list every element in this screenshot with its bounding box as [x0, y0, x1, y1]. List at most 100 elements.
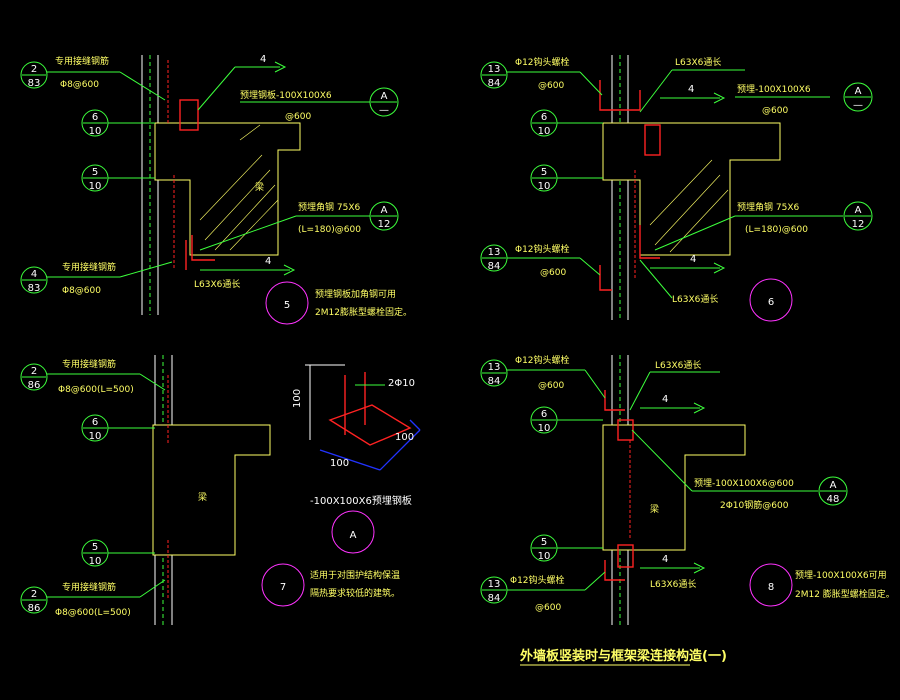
- callout-a-12: A 12: [843, 201, 873, 231]
- svg-text:10: 10: [89, 556, 102, 567]
- detail-a-caption: -100X100X6预埋钢板: [310, 494, 412, 507]
- label-rebar-spacing: Φ8@600: [60, 80, 99, 90]
- beam-section: [154, 122, 301, 256]
- svg-text:Φ12钩头螺栓: Φ12钩头螺栓: [515, 243, 570, 255]
- svg-text:100: 100: [395, 432, 414, 443]
- svg-text:7: 7: [280, 582, 286, 593]
- svg-text:84: 84: [488, 376, 501, 387]
- svg-text:预埋角钢 75X6: 预埋角钢 75X6: [737, 201, 799, 213]
- svg-text:Φ8@600: Φ8@600: [62, 286, 101, 296]
- svg-text:6: 6: [768, 297, 774, 308]
- detail-7: 2 86 专用接缝钢筋 Φ8@600(L=500) 6 10 5 10 2 86: [20, 355, 400, 625]
- svg-text:Φ12钩头螺栓: Φ12钩头螺栓: [515, 354, 570, 366]
- tag-13-84-bot: 13 84: [480, 576, 508, 604]
- svg-text:(L=180)@600: (L=180)@600: [298, 225, 361, 235]
- svg-text:2: 2: [31, 589, 37, 600]
- svg-text:84: 84: [488, 593, 501, 604]
- tag-6-10: 6 10: [530, 406, 558, 434]
- svg-text:预埋-100X100X6可用: 预埋-100X100X6可用: [795, 570, 887, 581]
- svg-text:100: 100: [292, 389, 303, 408]
- svg-text:5: 5: [92, 542, 98, 553]
- detail-a-plate: 100 100 100 2Φ10 -100X100X6预埋钢板 A: [292, 364, 421, 554]
- svg-text:梁: 梁: [650, 503, 659, 515]
- svg-text:2: 2: [31, 366, 37, 377]
- svg-text:预埋-100X100X6: 预埋-100X100X6: [737, 84, 811, 95]
- svg-text:@600: @600: [285, 112, 311, 122]
- svg-text:13: 13: [488, 579, 501, 590]
- svg-text:专用接缝钢筋: 专用接缝钢筋: [62, 581, 116, 593]
- svg-text:2M12膨胀型螺栓固定。: 2M12膨胀型螺栓固定。: [315, 306, 412, 318]
- svg-text:2Φ10钢筋@600: 2Φ10钢筋@600: [720, 499, 789, 511]
- detail-number-8: [749, 563, 793, 607]
- svg-text:A: A: [350, 530, 357, 541]
- svg-text:A: A: [381, 91, 388, 102]
- angle-steel: [191, 235, 215, 261]
- svg-text:4: 4: [688, 84, 694, 95]
- svg-text:L63X6通长: L63X6通长: [194, 278, 240, 290]
- svg-text:L63X6通长: L63X6通长: [675, 56, 721, 68]
- svg-text:5: 5: [541, 537, 547, 548]
- svg-text:6: 6: [92, 417, 98, 428]
- svg-text:专用接缝钢筋: 专用接缝钢筋: [62, 358, 116, 370]
- label-special-rebar: 专用接缝钢筋: [55, 55, 109, 67]
- beam-section: [152, 424, 271, 556]
- svg-text:6: 6: [541, 112, 547, 123]
- detail-number-5: [265, 281, 309, 325]
- svg-text:4: 4: [260, 54, 266, 65]
- svg-text:@600: @600: [535, 603, 561, 613]
- tag-4-83: 4 83: [20, 266, 48, 294]
- beam-section: [602, 122, 781, 256]
- callout-a-top: A —: [843, 82, 873, 112]
- svg-text:10: 10: [538, 423, 551, 434]
- svg-text:A: A: [381, 205, 388, 216]
- svg-text:10: 10: [89, 431, 102, 442]
- svg-text:4: 4: [265, 256, 271, 267]
- svg-text:2M12 膨胀型螺栓固定。: 2M12 膨胀型螺栓固定。: [795, 588, 895, 600]
- svg-text:100: 100: [330, 458, 349, 469]
- svg-text:83: 83: [28, 78, 41, 89]
- detail-number-6: [749, 278, 793, 322]
- svg-text:84: 84: [488, 261, 501, 272]
- beam-section: [602, 424, 746, 551]
- tag-13-84-bot: 13 84: [480, 244, 508, 272]
- tag-2-86-top: 2 86: [20, 363, 48, 391]
- svg-text:Φ8@600(L=500): Φ8@600(L=500): [58, 385, 134, 395]
- svg-text:86: 86: [28, 603, 41, 614]
- svg-text:10: 10: [538, 551, 551, 562]
- tag-5-10: 5 10: [530, 164, 558, 192]
- svg-text:13: 13: [488, 247, 501, 258]
- svg-text:@600: @600: [540, 268, 566, 278]
- svg-text:预埋钢板加角钢可用: 预埋钢板加角钢可用: [315, 288, 396, 300]
- hook-bolt: [599, 80, 641, 111]
- tag-6-10: 6 10: [81, 109, 109, 137]
- svg-text:12: 12: [378, 219, 391, 230]
- svg-text:48: 48: [827, 494, 840, 505]
- svg-text:L63X6通长: L63X6通长: [672, 293, 718, 305]
- svg-text:4: 4: [662, 554, 668, 565]
- detail-number-7: [261, 563, 305, 607]
- svg-text:隔热要求较低的建筑。: 隔热要求较低的建筑。: [310, 587, 400, 599]
- tag-5-10: 5 10: [81, 539, 109, 567]
- detail-5: 2 83 专用接缝钢筋 Φ8@600 6 10 5 10 4 83 专用: [20, 54, 412, 325]
- svg-text:(L=180)@600: (L=180)@600: [745, 225, 808, 235]
- svg-text:@600: @600: [538, 381, 564, 391]
- svg-text:梁: 梁: [255, 181, 264, 193]
- svg-text:L63X6通长: L63X6通长: [655, 359, 701, 371]
- tag-6-10: 6 10: [530, 109, 558, 137]
- svg-text:预埋-100X100X6@600: 预埋-100X100X6@600: [694, 478, 794, 489]
- svg-text:83: 83: [28, 283, 41, 294]
- svg-text:13: 13: [488, 64, 501, 75]
- tag-13-84-top: 13 84: [480, 61, 508, 89]
- callout-a-12: A 12: [369, 201, 399, 231]
- svg-text:预埋角钢 75X6: 预埋角钢 75X6: [298, 201, 360, 213]
- detail-6: 13 84 Φ12钩头螺栓 @600 6 10 5 10 13 84 Φ: [480, 55, 873, 322]
- svg-text:A: A: [855, 205, 862, 216]
- svg-text:@600: @600: [762, 106, 788, 116]
- svg-text:@600: @600: [538, 81, 564, 91]
- svg-text:适用于对围护结构保温: 适用于对围护结构保温: [310, 569, 400, 581]
- svg-text:预埋钢板-100X100X6: 预埋钢板-100X100X6: [240, 89, 332, 101]
- svg-text:10: 10: [89, 181, 102, 192]
- svg-text:86: 86: [28, 380, 41, 391]
- svg-text:4: 4: [690, 254, 696, 265]
